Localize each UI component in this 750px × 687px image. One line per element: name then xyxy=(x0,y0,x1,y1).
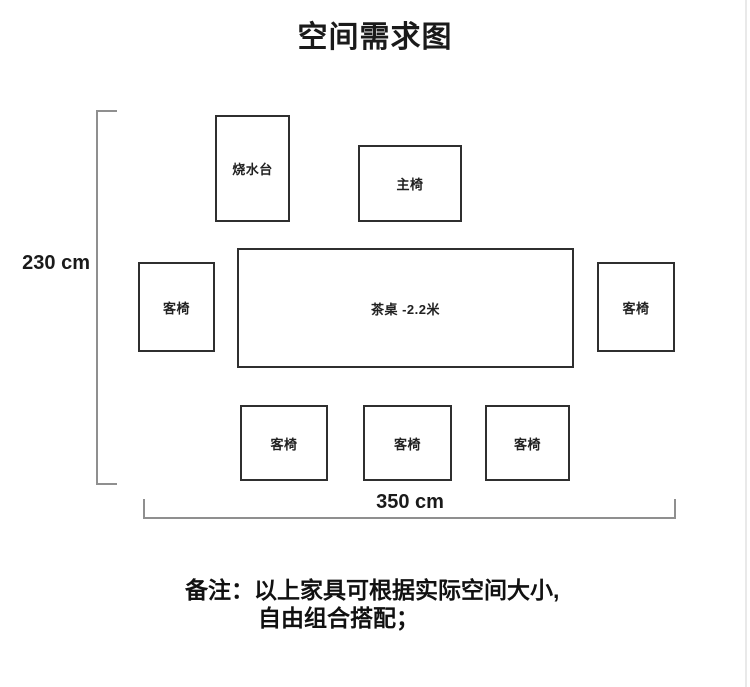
note-text: 备注：以上家具可根据实际空间大小, 自由组合搭配； xyxy=(185,576,559,632)
height-dimension-line xyxy=(96,110,98,485)
furniture-box-guest-chair-bottom-middle: 客椅 xyxy=(363,405,452,481)
furniture-label: 烧水台 xyxy=(232,162,273,177)
furniture-box-kettle-station: 烧水台 xyxy=(215,115,290,222)
right-edge-divider xyxy=(745,0,747,687)
furniture-label: 客椅 xyxy=(270,436,298,452)
furniture-box-main-chair: 主椅 xyxy=(358,145,462,222)
furniture-label: 客椅 xyxy=(393,436,421,452)
height-dimension-label: 230 cm xyxy=(22,252,90,274)
furniture-label: 茶桌 -2.2米 xyxy=(370,301,440,317)
width-dimension-line xyxy=(143,517,676,519)
furniture-box-guest-chair-left: 客椅 xyxy=(138,262,215,352)
furniture-label: 客椅 xyxy=(162,300,190,316)
furniture-box-guest-chair-bottom-right: 客椅 xyxy=(485,405,570,481)
note-line-2: 自由组合搭配； xyxy=(258,605,419,631)
width-dimension-label: 350 cm xyxy=(376,491,444,513)
note-line-1: 备注：以上家具可根据实际空间大小, xyxy=(185,577,560,603)
width-dimension-tick-left xyxy=(143,499,145,519)
height-dimension-tick-top xyxy=(96,110,117,112)
furniture-box-guest-chair-right: 客椅 xyxy=(597,262,675,352)
page-title: 空间需求图 xyxy=(297,21,453,54)
width-dimension-tick-right xyxy=(674,499,676,519)
height-dimension-tick-bottom xyxy=(96,483,117,485)
furniture-box-guest-chair-bottom-left: 客椅 xyxy=(240,405,328,481)
furniture-label: 客椅 xyxy=(622,300,650,316)
furniture-box-tea-table: 茶桌 -2.2米 xyxy=(237,248,574,368)
furniture-label: 客椅 xyxy=(513,436,541,452)
furniture-label: 主椅 xyxy=(396,177,424,192)
